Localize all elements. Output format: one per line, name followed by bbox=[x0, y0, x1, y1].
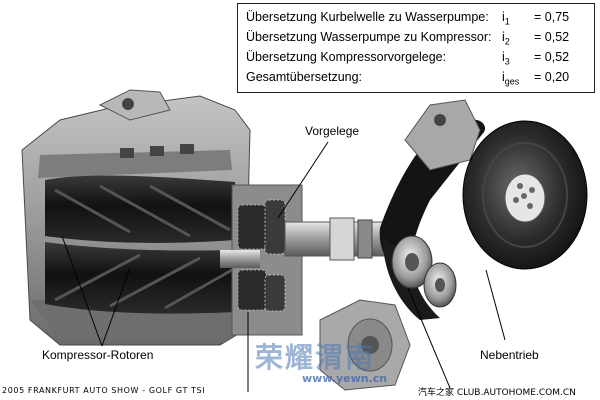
ratio-symbol-4: iges bbox=[502, 70, 520, 87]
watermark-url: www.yewn.cn bbox=[302, 372, 388, 385]
ratio-row-4: Gesamtübersetzung: iges = 0,20 bbox=[246, 70, 591, 88]
ratio-value-2: = 0,52 bbox=[534, 30, 570, 44]
gear-train bbox=[220, 184, 303, 336]
accessory-drive-pulley bbox=[404, 99, 588, 270]
ratio-symbol-3: i3 bbox=[502, 50, 510, 67]
drive-shaft bbox=[284, 217, 396, 261]
callout-nebentrieb: Nebentrieb bbox=[480, 348, 539, 362]
watermark-chinese: 荣耀渭南 bbox=[255, 341, 376, 374]
ratio-label-2: Übersetzung Wasserpumpe zu Kompressor: bbox=[246, 30, 492, 44]
ratio-value-3: = 0,52 bbox=[534, 50, 570, 64]
callout-vorgelege: Vorgelege bbox=[305, 124, 360, 138]
ratio-table: Übersetzung Kurbelwelle zu Wasserpumpe: … bbox=[237, 3, 595, 93]
ratio-symbol-2: i2 bbox=[502, 30, 510, 47]
callout-leaders bbox=[61, 141, 506, 392]
ratio-value-1: = 0,75 bbox=[534, 10, 570, 24]
ratio-row-3: Übersetzung Kompressorvorgelege: i3 = 0,… bbox=[246, 50, 591, 68]
footer-source: 汽车之家 CLUB.AUTOHOME.COM.CN bbox=[418, 388, 576, 398]
ratio-label-1: Übersetzung Kurbelwelle zu Wasserpumpe: bbox=[246, 10, 489, 24]
lower-bracket bbox=[319, 299, 411, 391]
ratio-value-4: = 0,20 bbox=[534, 70, 570, 84]
callout-kompressor-rotoren: Kompressor-Rotoren bbox=[42, 348, 154, 362]
idler-pulleys bbox=[391, 235, 457, 308]
ratio-row-1: Übersetzung Kurbelwelle zu Wasserpumpe: … bbox=[246, 10, 591, 28]
ratio-symbol-1: i1 bbox=[502, 10, 510, 27]
ratio-label-3: Übersetzung Kompressorvorgelege: bbox=[246, 50, 447, 64]
footer-caption: 2005 FRANKFURT AUTO SHOW - GOLF GT TSI bbox=[2, 386, 206, 395]
ratio-label-4: Gesamtübersetzung: bbox=[246, 70, 363, 84]
compressor-rotors bbox=[45, 175, 235, 314]
ratio-row-2: Übersetzung Wasserpumpe zu Kompressor: i… bbox=[246, 30, 591, 48]
